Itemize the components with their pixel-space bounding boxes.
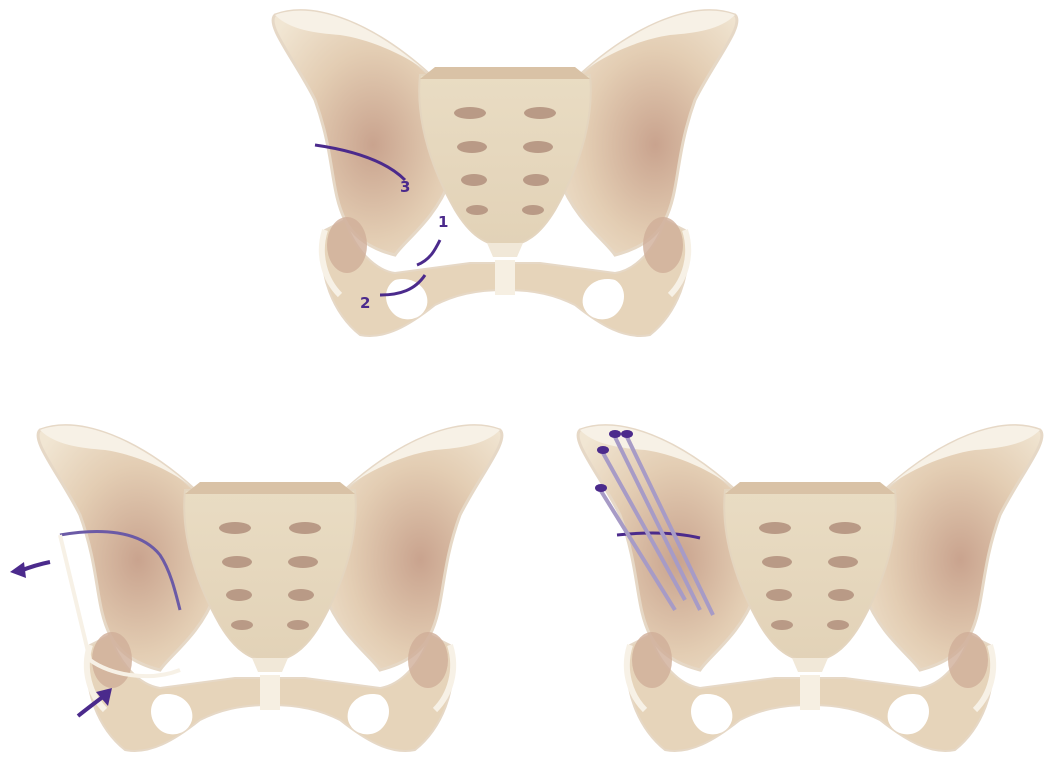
cut-label-1: 1 — [438, 213, 448, 231]
osteotomy-cut-1 — [417, 240, 440, 265]
pelvis-diagram-screw-fixation — [575, 420, 1047, 766]
cut-label-3: 3 — [400, 178, 410, 196]
pelvis-diagram-reorientation — [0, 420, 520, 766]
outward-rotation-arrow-icon — [10, 562, 50, 578]
pelvis-illustration — [273, 11, 737, 336]
pelvis-diagram-osteotomy-cuts: 3 1 2 — [255, 5, 755, 345]
cut-label-2: 2 — [360, 294, 370, 312]
pelvis-illustration — [578, 426, 1042, 751]
